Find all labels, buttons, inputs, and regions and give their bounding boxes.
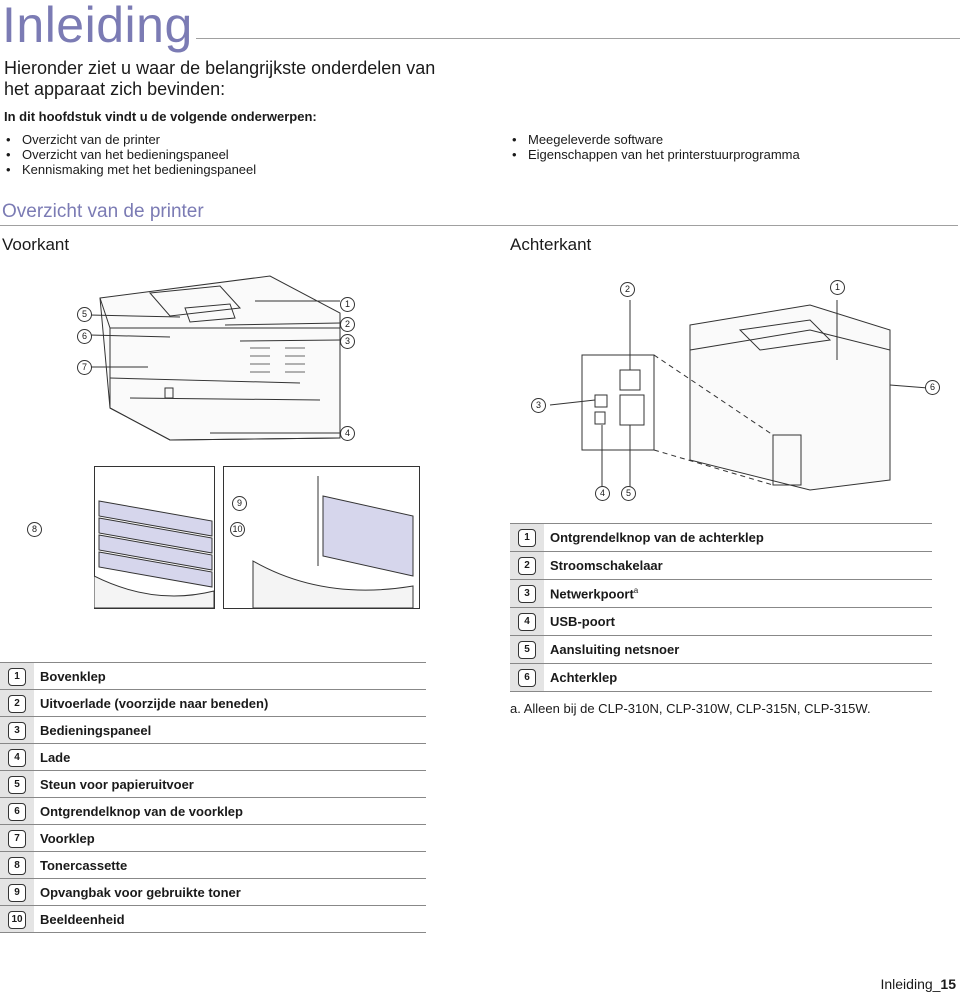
footnote: a. Alleen bij de CLP-310N, CLP-310W, CLP… [510, 701, 871, 716]
row-number: 3 [8, 721, 26, 740]
front-callout-6: 6 [77, 329, 92, 344]
row-label: Achterklep [550, 670, 618, 685]
table-row: 8 Tonercassette [0, 851, 426, 879]
printer-front-illustration [89, 275, 341, 441]
row-number: 2 [518, 557, 536, 575]
row-number: 2 [8, 694, 26, 713]
row-number: 3 [518, 585, 536, 603]
row-label: Bedieningspaneel [40, 722, 152, 738]
row-label: Bovenklep [40, 668, 106, 684]
table-row: 7 Voorklep [0, 824, 426, 852]
table-row: 9 Opvangbak voor gebruikte toner [0, 878, 426, 906]
page-title: Inleiding [2, 0, 193, 53]
row-number: 7 [8, 829, 26, 848]
row-label: Uitvoerlade (voorzijde naar beneden) [40, 695, 269, 711]
back-callout-3: 3 [531, 398, 546, 413]
row-number: 4 [8, 748, 26, 767]
row-label: Netwerkpoorta [550, 585, 639, 602]
table-row: 3 Netwerkpoorta [510, 579, 932, 608]
title-divider [196, 38, 960, 39]
footer-chapter: Inleiding_ [880, 976, 941, 992]
row-label: Ontgrendelknop van de voorklep [40, 803, 243, 819]
front-heading: Voorkant [2, 235, 70, 254]
row-number: 4 [518, 613, 536, 631]
front-callout-2: 2 [340, 317, 355, 332]
table-row: 5 Aansluiting netsnoer [510, 635, 932, 664]
topic-link[interactable]: Meegeleverde software [510, 132, 800, 147]
table-row: 3 Bedieningspaneel [0, 716, 426, 744]
intro-text: Hieronder ziet u waar de belangrijkste o… [4, 58, 436, 99]
table-row: 2 Stroomschakelaar [510, 551, 932, 580]
row-label: Lade [40, 749, 71, 765]
topics-heading: In dit hoofdstuk vindt u de volgende ond… [4, 109, 317, 124]
front-callout-1: 1 [340, 297, 355, 312]
back-callout-4: 4 [595, 486, 610, 501]
table-row: 6 Achterklep [510, 663, 932, 692]
footnote-marker: a [633, 585, 639, 595]
printer-back-illustration [549, 300, 929, 491]
table-row: 6 Ontgrendelknop van de voorklep [0, 797, 426, 825]
imaging-unit-illustration [223, 466, 420, 609]
page-footer: Inleiding_15 [880, 976, 956, 992]
row-number: 10 [8, 910, 26, 929]
topic-link[interactable]: Eigenschappen van het printerstuurprogra… [510, 147, 800, 162]
topic-link[interactable]: Overzicht van het bedieningspaneel [4, 147, 256, 162]
back-callout-5: 5 [621, 486, 636, 501]
table-row: 2 Uitvoerlade (voorzijde naar beneden) [0, 689, 426, 717]
row-number: 1 [8, 667, 26, 686]
table-row: 10 Beeldeenheid [0, 905, 426, 933]
back-callout-6: 6 [925, 380, 940, 395]
row-number: 5 [8, 775, 26, 794]
topics-list-right: Meegeleverde software Eigenschappen van … [510, 132, 800, 162]
row-label: Stroomschakelaar [550, 558, 663, 573]
front-callout-4: 4 [340, 426, 355, 441]
row-label: Opvangbak voor gebruikte toner [40, 884, 241, 900]
front-callout-7: 7 [77, 360, 92, 375]
front-callout-3: 3 [340, 334, 355, 349]
row-number: 8 [8, 856, 26, 875]
table-row: 4 USB-poort [510, 607, 932, 636]
inside-callout-9: 9 [232, 496, 247, 511]
table-row: 1 Ontgrendelknop van de achterklep [510, 523, 932, 552]
row-number: 5 [518, 641, 536, 659]
topic-link[interactable]: Overzicht van de printer [4, 132, 256, 147]
section-divider [0, 225, 958, 226]
back-parts-table: 1 Ontgrendelknop van de achterklep 2 Stroo… [510, 523, 932, 692]
front-callout-5: 5 [77, 307, 92, 322]
table-row: 5 Steun voor papieruitvoer [0, 770, 426, 798]
row-label: Voorklep [40, 830, 95, 846]
back-callout-1: 1 [830, 280, 845, 295]
row-number: 6 [518, 669, 536, 687]
back-heading: Achterkant [510, 235, 592, 254]
front-parts-table: 1 Bovenklep 2 Uitvoerlade (voorzijde naar … [0, 662, 426, 933]
row-label: Aansluiting netsnoer [550, 642, 680, 657]
topics-list-left: Overzicht van de printer Overzicht van h… [4, 132, 256, 177]
back-callout-2: 2 [620, 282, 635, 297]
table-row: 4 Lade [0, 743, 426, 771]
row-label: Steun voor papieruitvoer [40, 776, 194, 792]
row-number: 1 [518, 529, 536, 547]
toner-cassette-illustration [94, 466, 215, 609]
row-number: 6 [8, 802, 26, 821]
inside-callout-8: 8 [27, 522, 42, 537]
row-label: Tonercassette [40, 857, 128, 873]
table-row: 1 Bovenklep [0, 662, 426, 690]
section-title: Overzicht van de printer [2, 201, 204, 222]
row-label: USB-poort [550, 614, 615, 629]
topic-link[interactable]: Kennismaking met het bedieningspaneel [4, 162, 256, 177]
row-label: Ontgrendelknop van de achterklep [550, 530, 764, 545]
row-number: 9 [8, 883, 26, 902]
row-label: Beeldeenheid [40, 911, 125, 927]
page-number: 15 [940, 976, 956, 992]
inside-callout-10: 10 [230, 522, 245, 537]
